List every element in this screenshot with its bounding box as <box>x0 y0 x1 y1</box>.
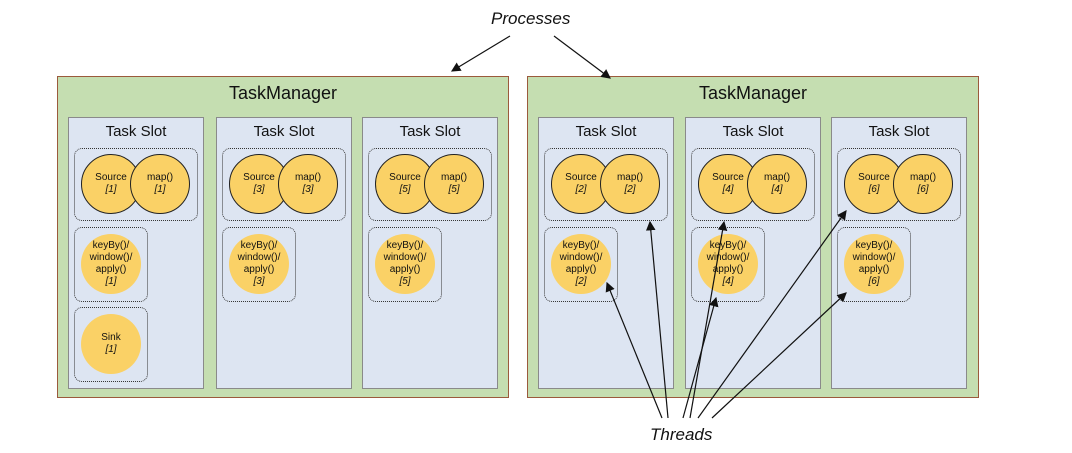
processes-caption: Processes <box>491 9 571 28</box>
task-slot-2: Task Slot Source [4] map() [4] keyBy()/ … <box>685 117 821 389</box>
keyby-group <box>74 227 148 302</box>
operator-index: [1] <box>105 276 117 287</box>
keyby-group <box>544 227 618 302</box>
thread-arrow <box>682 296 719 419</box>
task-manager-1: TaskManager Task Slot Source [1] map() [… <box>57 76 509 398</box>
task-slot-title: Task Slot <box>868 123 930 140</box>
task-slot-1: Task Slot Source [1] map() [1] keyBy()/ … <box>68 117 204 389</box>
keyby-window-apply-operator: keyBy()/ window()/ apply() [4] <box>698 234 758 294</box>
operator-index: [1] <box>154 184 166 195</box>
operator-index: [2] <box>575 276 587 287</box>
operator-label: map() <box>763 172 791 183</box>
operator-index: [1] <box>105 184 117 195</box>
source-operator: Source [3] <box>229 154 289 214</box>
operator-label: Source <box>389 172 421 183</box>
operator-label: keyBy()/ window()/ apply() <box>237 240 281 275</box>
process-arrow-left <box>450 35 511 72</box>
keyby-window-apply-operator: keyBy()/ window()/ apply() [6] <box>844 234 904 294</box>
operator-label: map() <box>909 172 937 183</box>
operator-label: keyBy()/ window()/ apply() <box>383 240 427 275</box>
operator-label: Sink <box>101 332 121 343</box>
operator-index: [5] <box>399 276 411 287</box>
operator-index: [4] <box>771 184 783 195</box>
operator-index: [5] <box>448 184 460 195</box>
task-manager-2: TaskManager Task Slot Source [2] map() [… <box>527 76 979 398</box>
map-operator: map() [5] <box>424 154 484 214</box>
operator-label: Source <box>95 172 127 183</box>
operator-label: keyBy()/ window()/ apply() <box>559 240 603 275</box>
keyby-window-apply-operator: keyBy()/ window()/ apply() [1] <box>81 234 141 294</box>
sink-group <box>74 307 148 382</box>
map-operator: map() [1] <box>130 154 190 214</box>
operator-label: keyBy()/ window()/ apply() <box>852 240 896 275</box>
operator-label: keyBy()/ window()/ apply() <box>706 240 750 275</box>
keyby-window-apply-operator: keyBy()/ window()/ apply() [2] <box>551 234 611 294</box>
task-slot-title: Task Slot <box>105 123 167 140</box>
operator-index: [4] <box>722 276 734 287</box>
task-slot-title: Task Slot <box>399 123 461 140</box>
thread-arrow <box>605 281 663 419</box>
source-map-group <box>368 148 492 221</box>
operator-index: [6] <box>868 184 880 195</box>
operator-label: map() <box>440 172 468 183</box>
task-slot-2: Task Slot Source [3] map() [3] keyBy()/ … <box>216 117 352 389</box>
thread-arrow <box>645 220 669 419</box>
operator-label: Source <box>565 172 597 183</box>
keyby-group <box>837 227 911 302</box>
operator-label: map() <box>294 172 322 183</box>
task-slot-1: Task Slot Source [2] map() [2] keyBy()/ … <box>538 117 674 389</box>
operator-index: [2] <box>575 184 587 195</box>
operator-label: Source <box>243 172 275 183</box>
task-slot-3: Task Slot Source [6] map() [6] keyBy()/ … <box>831 117 967 389</box>
keyby-group <box>222 227 296 302</box>
map-operator: map() [4] <box>747 154 807 214</box>
map-operator: map() [2] <box>600 154 660 214</box>
operator-index: [6] <box>868 276 880 287</box>
map-operator: map() [6] <box>893 154 953 214</box>
source-map-group <box>691 148 815 221</box>
operator-index: [5] <box>399 184 411 195</box>
keyby-group <box>691 227 765 302</box>
source-map-group <box>544 148 668 221</box>
operator-label: Source <box>712 172 744 183</box>
task-manager-title: TaskManager <box>698 83 808 103</box>
thread-arrow <box>711 292 847 419</box>
process-arrow-right <box>553 35 611 79</box>
threads-caption: Threads <box>650 425 713 444</box>
operator-label: map() <box>616 172 644 183</box>
keyby-group <box>368 227 442 302</box>
task-slot-3: Task Slot Source [5] map() [5] keyBy()/ … <box>362 117 498 389</box>
operator-label: map() <box>146 172 174 183</box>
operator-index: [1] <box>105 344 117 355</box>
source-map-group <box>222 148 346 221</box>
source-map-group <box>74 148 198 221</box>
keyby-window-apply-operator: keyBy()/ window()/ apply() [3] <box>229 234 289 294</box>
task-slot-title: Task Slot <box>722 123 784 140</box>
source-map-group <box>837 148 961 221</box>
keyby-window-apply-operator: keyBy()/ window()/ apply() [5] <box>375 234 435 294</box>
operator-index: [2] <box>624 184 636 195</box>
task-slot-title: Task Slot <box>575 123 637 140</box>
operator-index: [3] <box>302 184 314 195</box>
operator-label: Source <box>858 172 890 183</box>
thread-arrow <box>689 220 728 419</box>
operator-index: [6] <box>917 184 929 195</box>
task-manager-title: TaskManager <box>228 83 338 103</box>
map-operator: map() [3] <box>278 154 338 214</box>
operator-label: keyBy()/ window()/ apply() <box>89 240 133 275</box>
operator-index: [4] <box>722 184 734 195</box>
thread-arrow <box>697 210 847 419</box>
operator-index: [3] <box>253 276 265 287</box>
task-slot-title: Task Slot <box>253 123 315 140</box>
sink-operator: Sink [1] <box>81 314 141 374</box>
operator-index: [3] <box>253 184 265 195</box>
